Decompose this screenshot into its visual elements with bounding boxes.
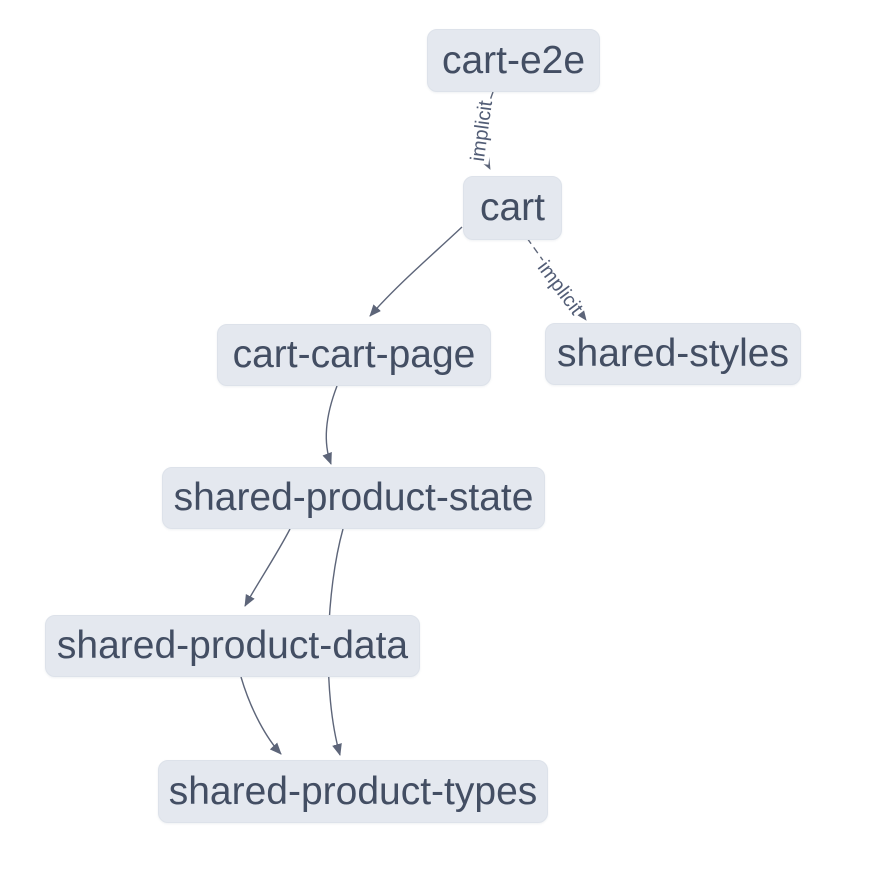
graph-node-shared-product-types[interactable]: shared-product-types: [158, 760, 548, 823]
edge-cart-to-cart-cart-page: [369, 226, 463, 317]
graph-node-cart[interactable]: cart: [463, 176, 562, 240]
edge-shared-product-state-to-shared-product-data: [244, 528, 291, 607]
graph-node-cart-e2e[interactable]: cart-e2e: [427, 29, 600, 92]
graph-node-shared-product-data[interactable]: shared-product-data: [45, 615, 420, 677]
edge-shared-product-data-to-shared-product-types: [240, 676, 282, 755]
edge-cart-cart-page-to-shared-product-state: [322, 385, 338, 465]
graph-node-cart-cart-page[interactable]: cart-cart-page: [217, 324, 491, 386]
graph-node-shared-product-state[interactable]: shared-product-state: [162, 467, 545, 529]
graph-node-shared-styles[interactable]: shared-styles: [545, 323, 801, 385]
